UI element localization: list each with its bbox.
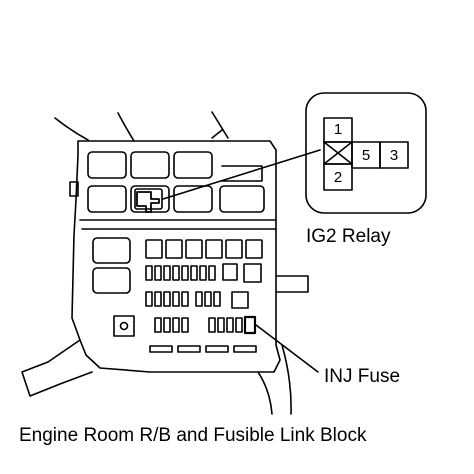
ig2-relay-label: IG2 Relay [306,226,391,247]
lower-sockets [92,237,263,353]
relay-callout [162,92,427,214]
relay-pin-3: 3 [389,147,399,164]
inj-fuse-label: INJ Fuse [324,366,401,387]
relay-pin-5: 5 [361,147,371,164]
fuse-leader-line [255,324,319,373]
harness-wires-top [54,111,229,142]
inj-fuse-slot [243,315,257,335]
block-outline [21,140,309,415]
top-sockets [87,151,265,213]
block-caption: Engine Room R/B and Fusible Link Block [19,425,367,446]
relay-leader-line [162,149,321,200]
relay-pin-2: 2 [333,169,343,186]
relay-pin-1: 1 [333,121,343,138]
